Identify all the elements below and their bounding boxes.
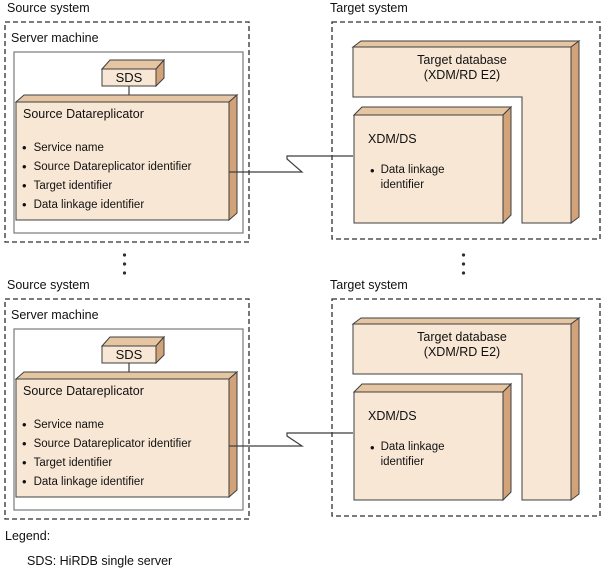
target-system-label: Target system (330, 1, 408, 15)
xdm-ds-bullet: Data linkage identifier (370, 440, 459, 470)
bullet-item: Data linkage identifier (380, 164, 445, 191)
connection-break-line-row2 (229, 432, 353, 447)
server-machine-label: Server machine (11, 31, 99, 45)
bullet-item: Source Datareplicator identifier (22, 434, 192, 453)
continuation-dots-target (461, 253, 466, 275)
bullet-item: Service name (22, 415, 191, 434)
source-datareplicator-title: Source Datareplicator (23, 384, 144, 398)
target-database-line1: Target database (417, 53, 507, 67)
xdm-ds-title: XDM/DS (368, 409, 417, 423)
bullet-item: Target identifier (22, 453, 191, 472)
continuation-dots-source (122, 253, 127, 275)
server-machine-label: Server machine (11, 308, 99, 322)
target-database-line2: (XDM/RD E2) (423, 67, 501, 82)
bullet-item: Source Datareplicator identifier (22, 157, 192, 176)
target-system-label: Target system (330, 278, 408, 292)
legend-label: Legend: (5, 529, 51, 543)
target-database-line2: (XDM/RD E2) (423, 344, 501, 359)
source-system-label: Source system (7, 1, 90, 15)
source-system-label: Source system (7, 278, 90, 292)
bullet-item: Target identifier (22, 176, 191, 195)
sds-box-label: SDS (115, 70, 143, 85)
bullet-item: Data linkage identifier (22, 472, 191, 491)
source-datareplicator-bullet-list: Service name Source Datareplicator ident… (22, 138, 192, 214)
source-datareplicator-bullet-list: Service name Source Datareplicator ident… (22, 415, 192, 491)
target-database-label: Target database (XDM/RD E2) (353, 53, 571, 82)
xdm-ds-bullet: Data linkage identifier (370, 163, 459, 193)
xdm-ds-title: XDM/DS (368, 132, 417, 146)
legend-entry: SDS: HiRDB single server (27, 554, 173, 568)
bullet-item: Service name (22, 138, 191, 157)
bullet-item: Data linkage identifier (380, 441, 445, 468)
bullet-item: Data linkage identifier (22, 195, 191, 214)
sds-box-label: SDS (115, 347, 143, 362)
target-database-label: Target database (XDM/RD E2) (353, 330, 571, 359)
target-database-line1: Target database (417, 330, 507, 344)
source-datareplicator-title: Source Datareplicator (23, 107, 144, 121)
connection-break-line-row1 (229, 155, 353, 173)
